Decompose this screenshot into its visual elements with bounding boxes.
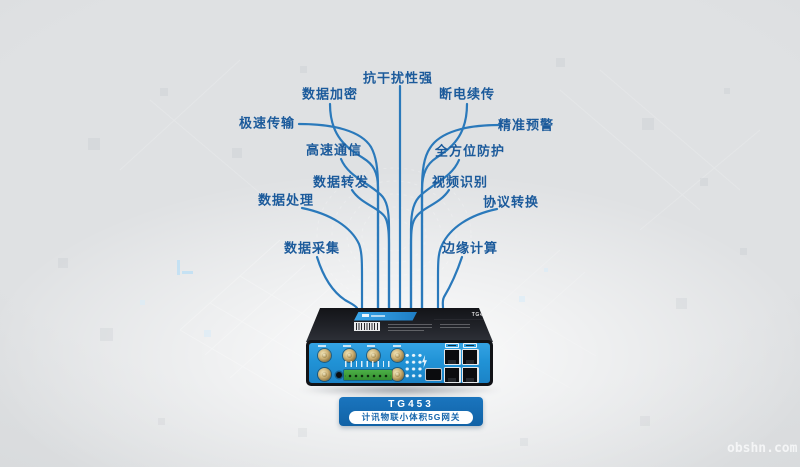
line-data-collection [315,255,359,310]
terminal-screws [345,371,391,378]
feature-label-data-processing: 数据处理 [257,192,315,208]
lan-port-label [462,343,477,348]
feature-label-precise-warning: 精准预警 [497,117,555,133]
lan-port-label [444,343,459,348]
barcode-bars [356,323,378,330]
line-all-round-protection [409,158,461,310]
power-bolt-icon [422,355,427,368]
device-front-face [306,340,493,386]
feature-label-data-encryption: 数据加密 [301,86,359,102]
line-fast-transmission [297,122,380,310]
ethernet-port-icon [443,348,461,365]
badge-subtitle-text: 计讯物联小体积5G网关 [349,411,473,424]
brand-strip [354,312,417,321]
feature-label-data-collection: 数据采集 [283,240,341,256]
line-edge-computing [441,255,464,310]
feature-label-high-speed-comm: 高速通信 [305,142,363,158]
line-video-recognition [409,188,451,310]
antenna-connector-icon [366,348,380,362]
terminal-pin-markings [345,361,392,367]
device-top-model-text: TG453 [471,312,490,318]
spec-text-line [388,327,432,328]
feature-label-anti-interference: 抗干扰性强 [362,70,434,86]
feature-label-power-off-resume: 断电续传 [438,86,496,102]
terminal-block [344,369,392,380]
device-shadow [294,383,506,397]
spec-text-line [388,330,424,331]
line-high-speed-comm [339,157,391,310]
badge-model-text: TG453 [388,399,434,410]
ethernet-port-icon [461,366,479,383]
antenna-label [367,345,375,347]
feature-label-video-recognition: 视频识别 [431,174,489,190]
watermark: obshn.com [727,441,798,456]
reset-button-icon [335,371,342,378]
antenna-label [318,345,326,347]
spec-text-line [440,327,470,328]
antenna-connector-icon [342,348,356,362]
top-face-detail-line [434,319,490,320]
feature-label-all-round-protection: 全方位防护 [434,143,506,159]
line-data-forwarding [350,188,391,310]
ethernet-port-icon [461,348,479,365]
model-badge: TG453 计讯物联小体积5G网关 [339,397,483,426]
led-indicators [403,351,422,378]
antenna-label [393,345,401,347]
antenna-connector-icon [390,348,404,362]
feature-label-edge-computing: 边缘计算 [441,240,499,256]
feature-label-fast-transmission: 极速传输 [238,115,296,131]
antenna-connector-icon [390,367,404,381]
line-protocol-conversion [436,207,499,310]
line-precise-warning [420,123,501,310]
device-top-face: TG453 [306,308,493,342]
feature-label-protocol-conversion: 协议转换 [482,194,540,210]
antenna-label [343,345,351,347]
antenna-connector-icon [318,367,331,381]
sim-card-slot [425,367,442,381]
feature-label-data-forwarding: 数据转发 [312,174,370,190]
brand-logo-text [371,315,385,317]
line-data-processing [300,206,364,310]
antenna-connector-icon [318,348,331,362]
spec-text-line [388,324,432,325]
spec-text-line [440,324,470,325]
brand-logo-icon [362,314,369,317]
ethernet-port-icon [443,366,461,383]
barcode-sticker [354,322,380,331]
